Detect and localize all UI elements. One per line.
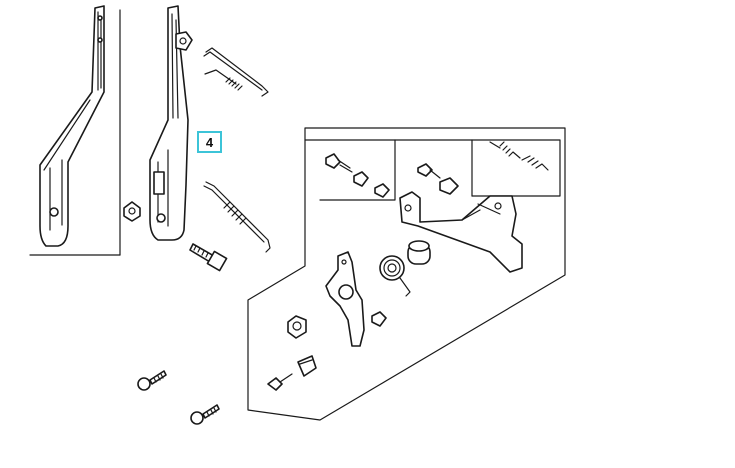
center-lever-bracket [123,5,228,272]
assembly-outline [247,127,566,421]
part-callout-label: 4 [205,134,214,150]
box-small-parts [325,141,549,198]
upper-spring-rod [203,47,269,97]
throttle-arm [325,251,387,347]
box-nuts [267,315,317,391]
coil-spring [379,240,431,297]
lower-bolts [137,370,220,425]
left-lever-bracket [29,5,121,256]
mounting-plate [399,191,523,273]
throttle-rod-spring [203,181,271,253]
part-callout-4[interactable]: 4 [197,131,222,153]
